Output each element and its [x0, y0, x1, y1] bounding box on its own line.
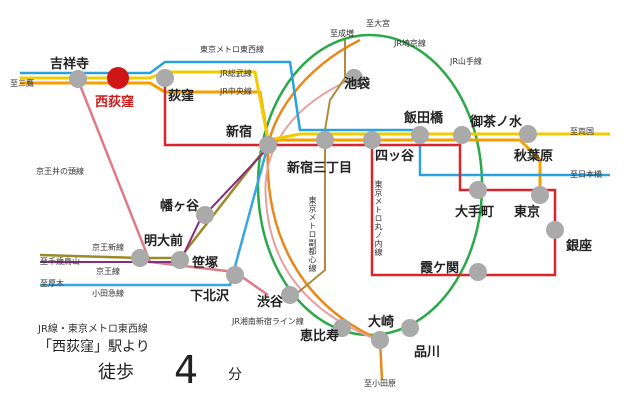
- station-marker-shinjuku-sanchome[interactable]: [316, 131, 334, 149]
- station-label-ochanomizu: 御茶ノ水: [470, 115, 523, 130]
- inokashira-line: [76, 79, 269, 297]
- station-marker-otemachi[interactable]: [469, 181, 487, 199]
- station-marker-ebisu[interactable]: [333, 319, 351, 337]
- station-label-nishiogikubo: 西荻窪: [95, 95, 135, 110]
- access-station: 「西荻窪」駅より: [38, 339, 150, 355]
- station-marker-shinagawa[interactable]: [401, 319, 419, 337]
- station-label-akihabara: 秋葉原: [514, 149, 554, 164]
- station-marker-akihabara[interactable]: [519, 125, 537, 143]
- shonan-shinjuku-line: [264, 77, 379, 341]
- line-label-tozai: 東京メトロ東西線: [200, 45, 264, 54]
- station-marker-ginza[interactable]: [546, 221, 564, 239]
- line-label-sobu: JR総武線: [220, 69, 252, 78]
- station-marker-sasazuka[interactable]: [171, 251, 189, 269]
- terminal-omiya: 至大宮: [366, 19, 390, 28]
- station-marker-kichijoji[interactable]: [69, 70, 87, 88]
- terminal-mitaka: 至三鷹: [10, 79, 34, 88]
- station-label-ebisu: 恵比寿: [300, 329, 340, 344]
- station-marker-ogikubo[interactable]: [156, 69, 174, 87]
- terminal-narimasu: 至成増: [330, 29, 354, 38]
- fukutoshin-line: [294, 40, 346, 296]
- station-markers: [69, 69, 564, 349]
- station-marker-ikebukuro[interactable]: [345, 69, 363, 87]
- odakyu-line: [40, 144, 270, 287]
- station-label-shimokitazawa: 下北沢: [190, 289, 230, 304]
- station-label-ginza: 銀座: [566, 239, 593, 254]
- terminal-ryogoku: 至両国: [570, 127, 594, 136]
- station-label-kichijoji: 吉祥寺: [50, 57, 90, 72]
- sobu-line: [20, 70, 610, 142]
- current-station-marker[interactable]: [107, 67, 129, 89]
- station-label-shinagawa: 品川: [414, 345, 441, 360]
- station-label-ikebukuro: 池袋: [344, 77, 371, 92]
- terminal-odawara: 至小田原: [364, 379, 396, 388]
- station-label-iidabashi: 飯田橋: [404, 111, 444, 126]
- keio-shinsen-line: [40, 147, 269, 263]
- terminal-nihonbashi: 至日本橋: [570, 170, 602, 179]
- station-marker-iidabashi[interactable]: [411, 126, 429, 144]
- station-marker-shibuya[interactable]: [281, 286, 299, 304]
- saikyo-line: [266, 38, 384, 381]
- station-label-hatagaya: 幡ヶ谷: [160, 199, 200, 214]
- station-marker-shinjuku[interactable]: [259, 136, 277, 154]
- line-label-fukutoshin: 東京メトロ副都心線: [308, 196, 317, 273]
- station-marker-shimokitazawa[interactable]: [226, 266, 244, 284]
- station-label-yotsuya: 四ッ谷: [375, 149, 415, 164]
- line-label-yamanote: JR山手線: [450, 57, 482, 66]
- station-label-shibuya: 渋谷: [257, 295, 284, 310]
- station-marker-hatagaya[interactable]: [196, 206, 214, 224]
- line-label-saikyo: JR埼京線: [394, 39, 426, 48]
- station-marker-tokyo[interactable]: [531, 186, 549, 204]
- keio-line: [39, 144, 269, 260]
- line-label-odakyu: 小田急線: [92, 289, 124, 298]
- station-marker-osaki[interactable]: [371, 331, 389, 349]
- station-marker-ochanomizu[interactable]: [453, 126, 471, 144]
- station-label-ogikubo: 荻窪: [168, 89, 195, 104]
- terminal-atsugi: 至厚木: [40, 279, 64, 288]
- access-minutes: 4: [174, 348, 199, 392]
- line-label-inokashira: 京王井の頭線: [36, 167, 84, 176]
- station-label-osaki: 大崎: [368, 315, 395, 330]
- station-label-meidaimae: 明大前: [144, 234, 184, 249]
- station-label-kasumigaseki: 霞ケ関: [420, 261, 460, 276]
- station-label-sasazuka: 笹塚: [192, 256, 219, 271]
- station-marker-kasumigaseki[interactable]: [469, 263, 487, 281]
- line-label-shonan-shinjuku: JR湘南新宿ライン線: [232, 317, 304, 326]
- access-lines: JR線・東京メトロ東西線: [38, 324, 148, 335]
- station-label-shinjuku: 新宿: [226, 125, 253, 140]
- station-label-shinjuku-sanchome: 新宿三丁目: [287, 161, 353, 176]
- line-label-keio-shinsen: 京王新線: [92, 243, 124, 252]
- line-label-keio: 京王線: [96, 267, 120, 276]
- line-label-marunouchi: 東京メトロ丸ノ内線: [374, 180, 383, 257]
- station-label-tokyo: 東京: [514, 205, 541, 220]
- terminal-chitose-karasuyama: 至千歳烏山: [40, 257, 80, 266]
- access-walk: 徒歩: [98, 362, 134, 383]
- marunouchi-line: [163, 85, 557, 277]
- line-label-chuo: JR中央線: [220, 87, 252, 96]
- station-label-otemachi: 大手町: [455, 205, 495, 220]
- station-marker-yotsuya[interactable]: [363, 131, 381, 149]
- station-marker-meidaimae[interactable]: [131, 249, 149, 267]
- access-unit: 分: [228, 367, 242, 383]
